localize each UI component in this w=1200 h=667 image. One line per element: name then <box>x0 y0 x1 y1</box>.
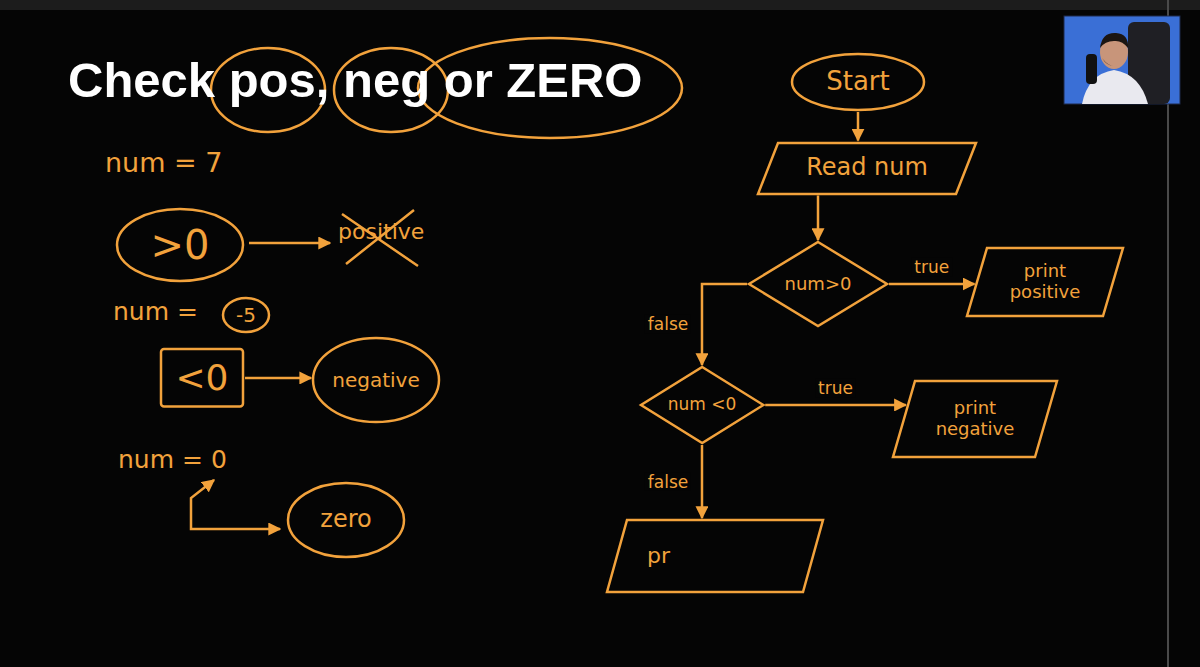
beard <box>1102 58 1126 66</box>
terminator-oval: Start <box>790 52 926 112</box>
node-text: print positive <box>1000 261 1090 302</box>
hair <box>1100 33 1128 48</box>
sketch-arrow <box>191 480 280 529</box>
edge-label: true <box>911 258 952 277</box>
output-box: print positive <box>965 246 1125 318</box>
struck-note: positive <box>338 220 424 244</box>
flow-arrow <box>245 377 311 380</box>
text-group: -5 <box>236 304 256 327</box>
text-group: pr <box>647 543 670 568</box>
value-note: num = <box>113 298 198 326</box>
node-text: -5 <box>236 304 256 327</box>
condition-box: <0 <box>159 347 245 408</box>
sketch-arrow <box>249 242 330 245</box>
input-box: Read num <box>756 141 978 196</box>
outline-shape <box>223 298 269 332</box>
node-text: >0 <box>151 222 210 268</box>
flow-arrow <box>702 284 747 365</box>
value-circle: -5 <box>221 296 271 334</box>
condition-circle: >0 <box>115 207 245 283</box>
result-circle: negative <box>311 336 441 424</box>
edge-label: false <box>645 315 691 334</box>
outline-shape <box>967 248 1123 316</box>
text-group: zero <box>320 506 371 534</box>
node-text: <0 <box>175 357 228 398</box>
outline-shape <box>288 483 404 557</box>
node-text: num <0 <box>668 395 737 415</box>
outline-shape <box>161 349 243 406</box>
output-box: pr <box>605 518 825 594</box>
outline-shape <box>607 520 823 592</box>
node-text: zero <box>320 506 371 534</box>
text-group: num <0 <box>668 395 737 415</box>
text-group: negative <box>332 369 419 392</box>
decision-diamond: num>0 <box>747 240 889 328</box>
text-group: <0 <box>175 357 228 398</box>
node-text: num>0 <box>785 274 852 295</box>
flow-arrow <box>857 112 860 141</box>
outline-shape <box>893 381 1057 457</box>
top-bar <box>0 0 1200 10</box>
webcam-frame <box>1064 16 1180 104</box>
slide-title: Check pos, neg or ZERO <box>68 56 642 105</box>
node-outline <box>605 518 825 594</box>
output-box: print negative <box>891 379 1059 459</box>
text-group: print positive <box>1000 261 1090 302</box>
outline-shape <box>313 338 439 422</box>
node-text: negative <box>332 369 419 392</box>
flow-arrow <box>765 404 906 407</box>
text-group: >0 <box>151 222 210 268</box>
flow-arrow <box>701 445 704 518</box>
text-group: num>0 <box>785 274 852 295</box>
text-group: print negative <box>928 398 1023 439</box>
decision-diamond: num <0 <box>639 365 765 445</box>
edge-label: false <box>645 472 691 491</box>
node-text: Start <box>826 67 890 97</box>
edge-label: true <box>815 379 856 398</box>
outline-shape <box>749 242 887 326</box>
outline-shape <box>117 209 243 281</box>
text-group: Read num <box>806 154 928 182</box>
value-note: num = 0 <box>118 446 227 474</box>
outline-shape <box>641 367 763 443</box>
node-text: Read num <box>806 154 928 182</box>
flow-arrow <box>817 196 820 241</box>
outline-shape <box>758 143 976 194</box>
result-circle: zero <box>286 481 406 559</box>
text-group: Start <box>826 67 890 97</box>
node-text: print negative <box>928 398 1023 439</box>
microphone <box>1086 54 1097 84</box>
webcam-overlay <box>1064 16 1180 104</box>
node-text: pr <box>647 543 670 568</box>
outline-shape <box>792 54 924 110</box>
flow-arrow <box>889 283 974 286</box>
value-note: num = 7 <box>105 148 223 178</box>
